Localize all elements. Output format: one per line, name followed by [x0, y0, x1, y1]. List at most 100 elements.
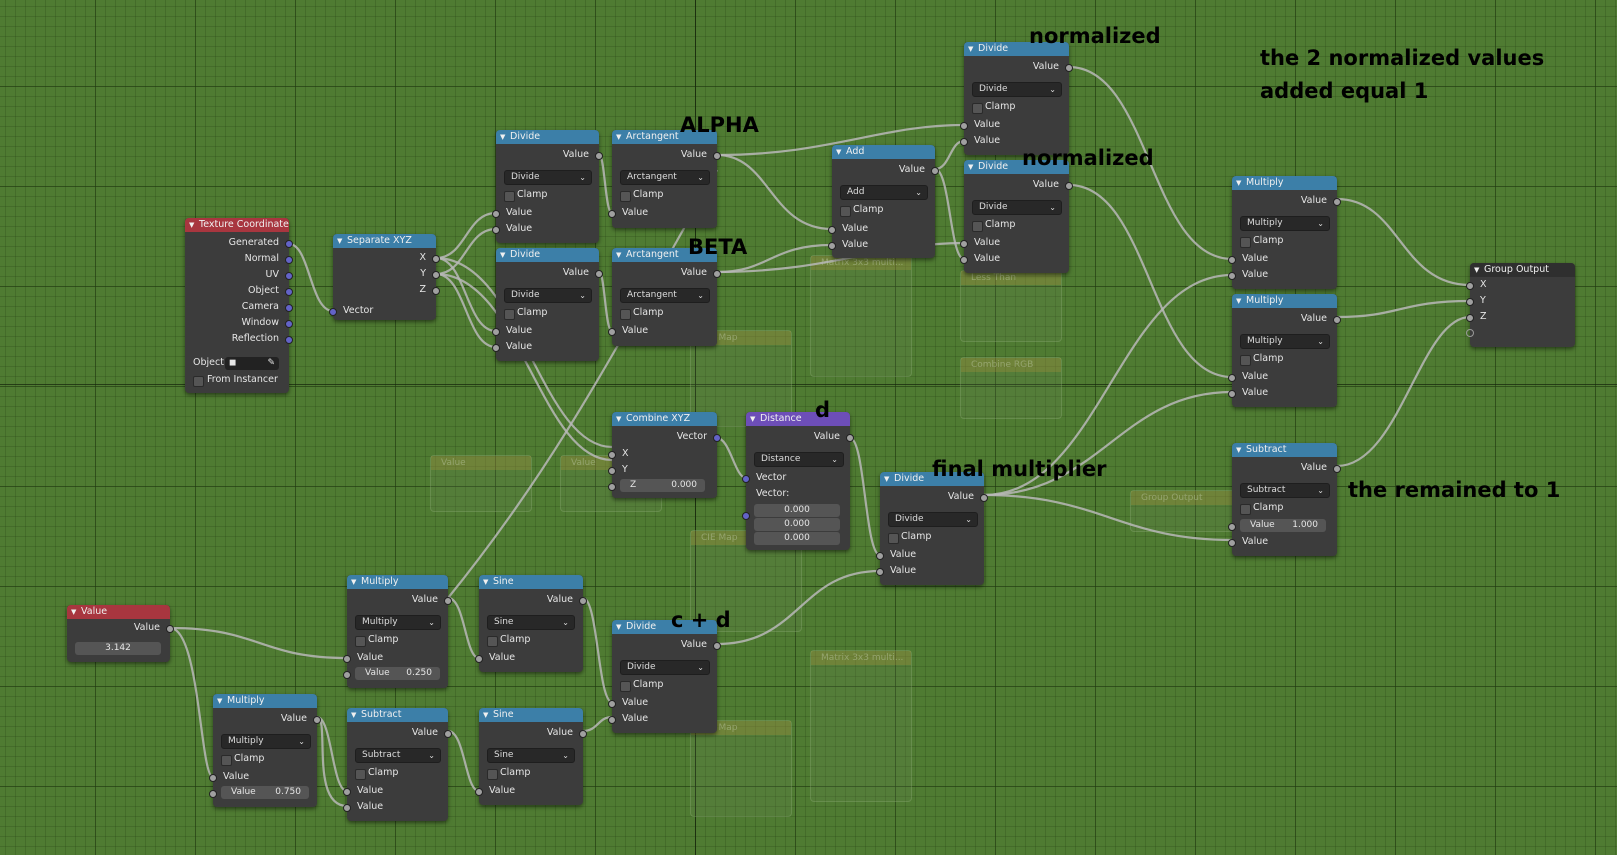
socket-out[interactable]: [432, 255, 440, 263]
socket-out[interactable]: [313, 716, 321, 724]
node-distance[interactable]: ▼Distance Value Distance⌄ Vector Vector:…: [742, 412, 854, 550]
collapse-icon[interactable]: ▼: [483, 711, 489, 719]
socket-object[interactable]: [285, 288, 293, 296]
socket-in[interactable]: [492, 344, 500, 352]
socket-in[interactable]: [492, 210, 500, 218]
operation-dropdown[interactable]: Multiply⌄: [1240, 216, 1330, 231]
socket-out[interactable]: [846, 434, 854, 442]
socket-in[interactable]: [1228, 523, 1236, 531]
socket-in[interactable]: [608, 451, 616, 459]
socket-out[interactable]: [980, 494, 988, 502]
socket-out[interactable]: [444, 730, 452, 738]
socket-camera[interactable]: [285, 304, 293, 312]
collapse-icon[interactable]: ▼: [483, 578, 489, 586]
socket-out[interactable]: [1065, 64, 1073, 72]
socket-in[interactable]: [742, 512, 750, 520]
collapse-icon[interactable]: ▼: [616, 415, 622, 423]
socket-in[interactable]: [1466, 314, 1474, 322]
operation-dropdown[interactable]: Sine⌄: [487, 615, 575, 630]
node-separate-xyz[interactable]: ▼Separate XYZ X Y Z Vector: [329, 234, 440, 320]
socket-out[interactable]: [432, 287, 440, 295]
clamp-checkbox[interactable]: [504, 309, 515, 320]
socket-out[interactable]: [1333, 316, 1341, 324]
collapse-icon[interactable]: ▼: [337, 237, 343, 245]
socket-in[interactable]: [608, 467, 616, 475]
socket-out[interactable]: [931, 167, 939, 175]
clamp-checkbox[interactable]: [1240, 355, 1251, 366]
operation-dropdown[interactable]: Add⌄: [840, 185, 928, 200]
operation-dropdown[interactable]: Sine⌄: [487, 748, 575, 763]
socket-out[interactable]: [1333, 198, 1341, 206]
operation-dropdown[interactable]: Arctangent⌄: [620, 170, 710, 185]
clamp-checkbox[interactable]: [620, 191, 631, 202]
clamp-checkbox[interactable]: [1240, 237, 1251, 248]
clamp-checkbox[interactable]: [840, 206, 851, 217]
socket-empty[interactable]: [1466, 329, 1474, 337]
collapse-icon[interactable]: ▼: [1236, 297, 1242, 305]
socket-in[interactable]: [209, 774, 217, 782]
collapse-icon[interactable]: ▼: [351, 711, 357, 719]
node-divide-1[interactable]: ▼Divide Value Divide⌄ Clamp Value Value: [492, 130, 603, 243]
clamp-checkbox[interactable]: [620, 681, 631, 692]
operation-dropdown[interactable]: Divide⌄: [620, 660, 710, 675]
collapse-icon[interactable]: ▼: [836, 148, 842, 156]
node-value[interactable]: ▼Value Value 3.142: [67, 605, 174, 662]
collapse-icon[interactable]: ▼: [616, 623, 622, 631]
socket-in[interactable]: [1228, 539, 1236, 547]
node-divide-normalized-2[interactable]: ▼Divide Value Divide⌄ Clamp Value Value: [960, 160, 1073, 273]
socket-in[interactable]: [492, 328, 500, 336]
socket-in[interactable]: [960, 122, 968, 130]
operation-dropdown[interactable]: Multiply⌄: [1240, 334, 1330, 349]
collapse-icon[interactable]: ▼: [217, 697, 223, 705]
socket-in[interactable]: [343, 804, 351, 812]
clamp-checkbox[interactable]: [972, 103, 983, 114]
collapse-icon[interactable]: ▼: [1236, 446, 1242, 454]
operation-dropdown[interactable]: Divide⌄: [888, 512, 978, 527]
socket-out[interactable]: [713, 642, 721, 650]
operation-dropdown[interactable]: Distance⌄: [754, 452, 844, 467]
socket-in[interactable]: [876, 568, 884, 576]
socket-out[interactable]: [595, 270, 603, 278]
collapse-icon[interactable]: ▼: [968, 163, 974, 171]
node-sine-1[interactable]: ▼Sine Value Sine⌄ Clamp Value: [475, 575, 587, 672]
node-group-output[interactable]: ▼Group Output X Y Z: [1466, 263, 1575, 347]
socket-out[interactable]: [166, 625, 174, 633]
socket-in[interactable]: [343, 655, 351, 663]
socket-in[interactable]: [608, 483, 616, 491]
collapse-icon[interactable]: ▼: [616, 251, 622, 259]
socket-in[interactable]: [742, 475, 750, 483]
operation-dropdown[interactable]: Subtract⌄: [355, 748, 441, 763]
collapse-icon[interactable]: ▼: [189, 221, 195, 229]
clamp-checkbox[interactable]: [972, 221, 983, 232]
eyedropper-icon[interactable]: ✎: [267, 358, 275, 368]
vector-z-field[interactable]: 0.000: [754, 532, 840, 545]
operation-dropdown[interactable]: Subtract⌄: [1240, 483, 1330, 498]
node-divide-normalized-1[interactable]: ▼Divide Value Divide⌄ Clamp Value Value: [960, 42, 1073, 155]
from-instancer-checkbox[interactable]: [193, 376, 204, 387]
socket-in[interactable]: [608, 700, 616, 708]
node-sine-2[interactable]: ▼Sine Value Sine⌄ Clamp Value: [475, 708, 587, 805]
clamp-checkbox[interactable]: [1240, 504, 1251, 515]
clamp-checkbox[interactable]: [487, 636, 498, 647]
operation-dropdown[interactable]: Divide⌄: [972, 200, 1062, 215]
socket-window[interactable]: [285, 320, 293, 328]
socket-in[interactable]: [343, 788, 351, 796]
socket-in[interactable]: [475, 788, 483, 796]
operation-dropdown[interactable]: Arctangent⌄: [620, 288, 710, 303]
socket-generated[interactable]: [285, 240, 293, 248]
collapse-icon[interactable]: ▼: [1474, 266, 1480, 274]
node-divide-final[interactable]: ▼Divide Value Divide⌄ Clamp Value Value: [876, 472, 988, 585]
socket-normal[interactable]: [285, 256, 293, 264]
socket-in[interactable]: [1228, 256, 1236, 264]
node-arctangent-1[interactable]: ▼Arctangent Value Arctangent⌄ Clamp Valu…: [608, 130, 721, 228]
socket-out[interactable]: [444, 597, 452, 605]
socket-in[interactable]: [960, 138, 968, 146]
socket-in[interactable]: [608, 210, 616, 218]
collapse-icon[interactable]: ▼: [500, 133, 506, 141]
operation-dropdown[interactable]: Divide⌄: [504, 170, 592, 185]
socket-out[interactable]: [713, 434, 721, 442]
socket-out[interactable]: [432, 271, 440, 279]
node-arctangent-2[interactable]: ▼Arctangent Value Arctangent⌄ Clamp Valu…: [608, 248, 721, 346]
